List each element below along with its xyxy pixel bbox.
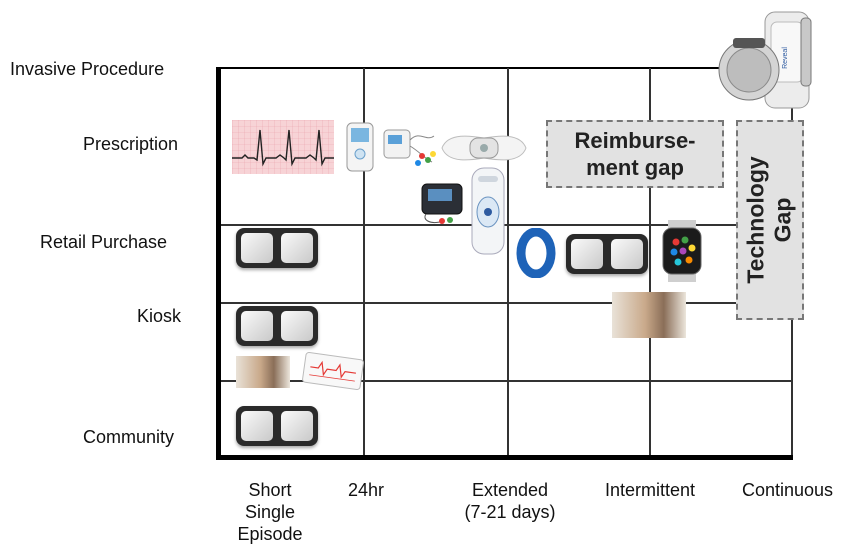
grid-top-border xyxy=(216,67,793,69)
reimbursement-gap-line: ment gap xyxy=(586,155,684,180)
y-label-kiosk: Kiosk xyxy=(137,306,182,326)
ecg-strip-icon xyxy=(232,120,334,174)
y-label-prescription: Prescription xyxy=(83,134,179,154)
y-label-retail-purchase: Retail Purchase xyxy=(40,232,168,252)
grid-vertical-line xyxy=(507,68,509,458)
ecg-printout-icon xyxy=(302,352,364,390)
x-label-24hr: 24hr xyxy=(347,480,385,500)
holter-recorder-icon xyxy=(421,183,463,224)
grid-horizontal-line xyxy=(218,224,793,226)
technology-gap-line: Gap xyxy=(770,197,797,243)
grid-vertical-line xyxy=(363,68,365,458)
reimbursement-gap-box: Reimburse- ment gap xyxy=(546,120,724,188)
patch-monitor-icon xyxy=(441,135,527,161)
svg-text:Reveal: Reveal xyxy=(782,47,789,69)
x-axis-line xyxy=(216,455,793,460)
x-label-short-single-episode: Short Single Episode xyxy=(232,479,308,545)
grid-vertical-line xyxy=(649,68,651,458)
technology-gap-line: Technology xyxy=(743,156,770,284)
x-label-intermittent: Intermittent xyxy=(604,480,696,500)
x-label-line: Episode xyxy=(237,524,303,544)
grid-horizontal-line xyxy=(218,380,793,382)
handheld-ecg-kiosk-icon xyxy=(236,306,318,346)
x-label-continuous: Continuous xyxy=(741,480,834,500)
handheld-ecg-community-icon xyxy=(236,406,318,446)
x-label-line: Extended xyxy=(471,480,549,500)
holter-monitor-icon xyxy=(383,129,436,166)
reimbursement-gap-line: Reimburse- xyxy=(574,128,696,153)
grid-horizontal-line xyxy=(218,302,793,304)
smartwatch-icon xyxy=(662,220,702,282)
mobile-telemetry-icon xyxy=(471,167,505,255)
y-label-community: Community xyxy=(83,427,175,447)
y-label-invasive-procedure: Invasive Procedure xyxy=(10,59,165,79)
fitness-band-icon xyxy=(516,228,556,278)
kiosk-screening-photo xyxy=(236,356,290,388)
y-axis-line xyxy=(216,68,221,460)
x-label-line: Single xyxy=(244,502,296,522)
event-recorder-icon xyxy=(346,122,374,172)
x-label-line: (7-21 days) xyxy=(464,502,556,522)
kiosk-device-photo xyxy=(612,292,686,338)
technology-gap-box: Technology Gap xyxy=(736,120,804,320)
handheld-ecg-retail-icon xyxy=(236,228,318,268)
implantable-loop-recorder-icon: Reveal xyxy=(718,11,812,109)
handheld-ecg-intermittent-icon xyxy=(566,234,648,274)
x-label-line: Short xyxy=(248,480,292,500)
x-label-extended: Extended (7-21 days) xyxy=(440,479,580,523)
